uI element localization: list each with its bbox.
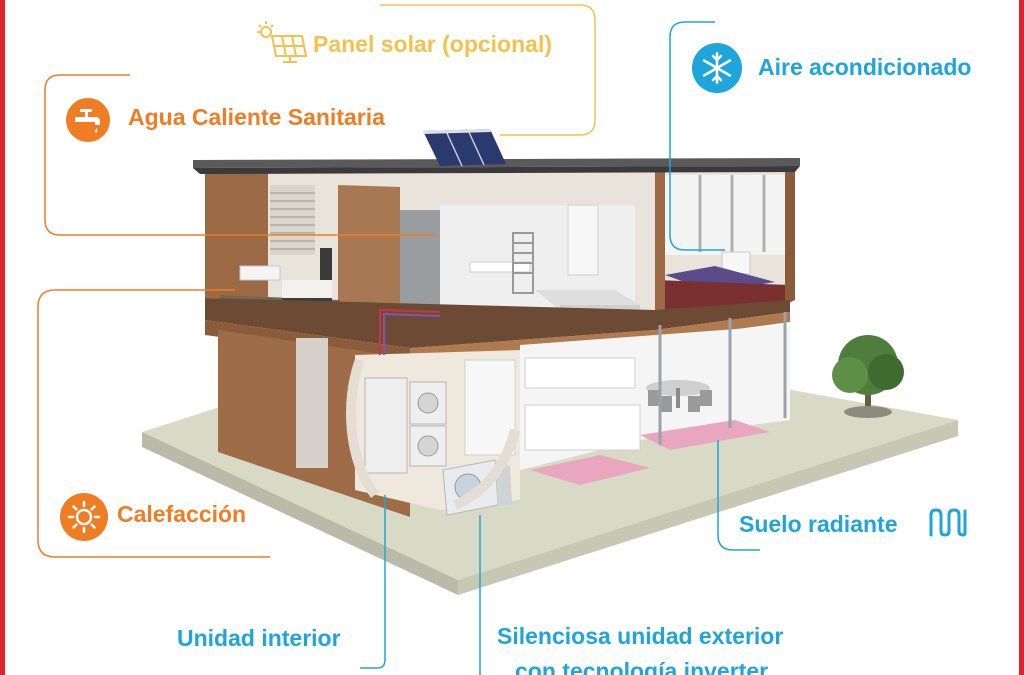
- radiant-floor-icon: [929, 508, 967, 537]
- pipes: [379, 308, 441, 355]
- label-indoor-unit: Unidad interior: [177, 625, 341, 651]
- kitchen-dining: [520, 312, 790, 485]
- air-ducts: [346, 358, 520, 510]
- right-wood-wall-upper: [785, 168, 795, 305]
- label-underfloor-heating: Suelo radiante: [739, 511, 898, 537]
- label-outdoor-unit-line2: con tecnología inverter: [515, 658, 769, 675]
- underfloor-heating-dining: [640, 420, 770, 450]
- label-outdoor-unit-line1: Silenciosa unidad exterior: [497, 623, 784, 649]
- faucet-icon: [66, 98, 110, 142]
- underfloor-heating-kitchen: [530, 455, 650, 485]
- right-wood-trim-upper: [655, 170, 665, 310]
- frame-border-right: [1019, 0, 1024, 675]
- wood-partition: [338, 185, 400, 320]
- window-blinds: [270, 185, 315, 255]
- snowflake-icon: [692, 43, 742, 93]
- upper-right-bedroom: [655, 175, 790, 310]
- sun-icon: [60, 493, 108, 541]
- tree: [832, 335, 904, 418]
- label-air-conditioning: Aire acondicionado: [758, 54, 972, 80]
- wall-ac-unit-left: [239, 265, 281, 281]
- label-solar-panel: Panel solar (opcional): [313, 31, 552, 57]
- solar-panel-icon: [257, 21, 308, 63]
- label-heating: Calefacción: [117, 501, 247, 527]
- solar-panels: [423, 129, 506, 167]
- frame-border-left: [0, 0, 5, 675]
- label-hot-water: Agua Caliente Sanitaria: [128, 104, 385, 130]
- callout-lines: [37, 4, 760, 675]
